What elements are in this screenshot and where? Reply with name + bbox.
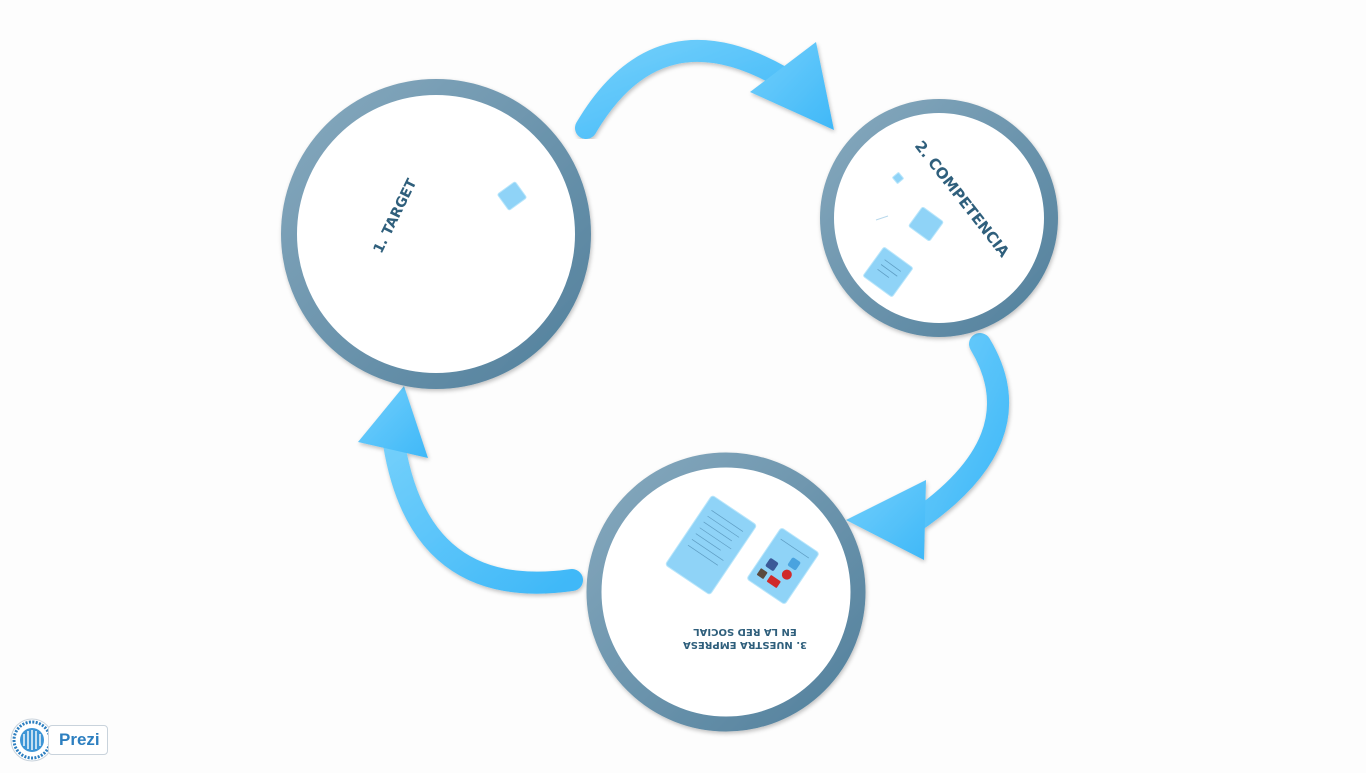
ring-empresa xyxy=(586,452,866,732)
facebook-icon xyxy=(765,558,779,571)
arrow-empresa-to-target xyxy=(358,386,583,594)
card-competencia-3[interactable] xyxy=(863,247,913,297)
card-empresa-text[interactable] xyxy=(665,495,757,595)
pinterest-icon xyxy=(781,569,792,580)
card-target-1[interactable] xyxy=(497,181,527,211)
node-target[interactable]: 1. TARGET xyxy=(281,79,591,389)
faint-mark xyxy=(875,215,889,221)
card-competencia-1[interactable] xyxy=(892,172,904,184)
instagram-icon xyxy=(756,568,768,579)
arrow-target-to-competencia xyxy=(575,40,834,139)
node-empresa[interactable]: 3. NUESTRA EMPRESA EN LA RED SOCIAL xyxy=(586,452,866,732)
card-competencia-2[interactable] xyxy=(908,206,944,242)
prezi-logo[interactable]: Prezi xyxy=(10,718,112,762)
twitter-icon xyxy=(787,557,801,571)
node-competencia[interactable]: 2. COMPETENCIA xyxy=(820,99,1058,337)
prezi-wordmark: Prezi xyxy=(48,725,108,755)
label-empresa-line1: 3. NUESTRA EMPRESA xyxy=(683,639,807,650)
youtube-icon xyxy=(766,575,781,588)
card-empresa-social[interactable] xyxy=(747,527,820,604)
label-empresa-line2: EN LA RED SOCIAL xyxy=(693,626,797,637)
arrow-competencia-to-empresa xyxy=(846,333,1010,560)
ring-target xyxy=(281,79,591,389)
